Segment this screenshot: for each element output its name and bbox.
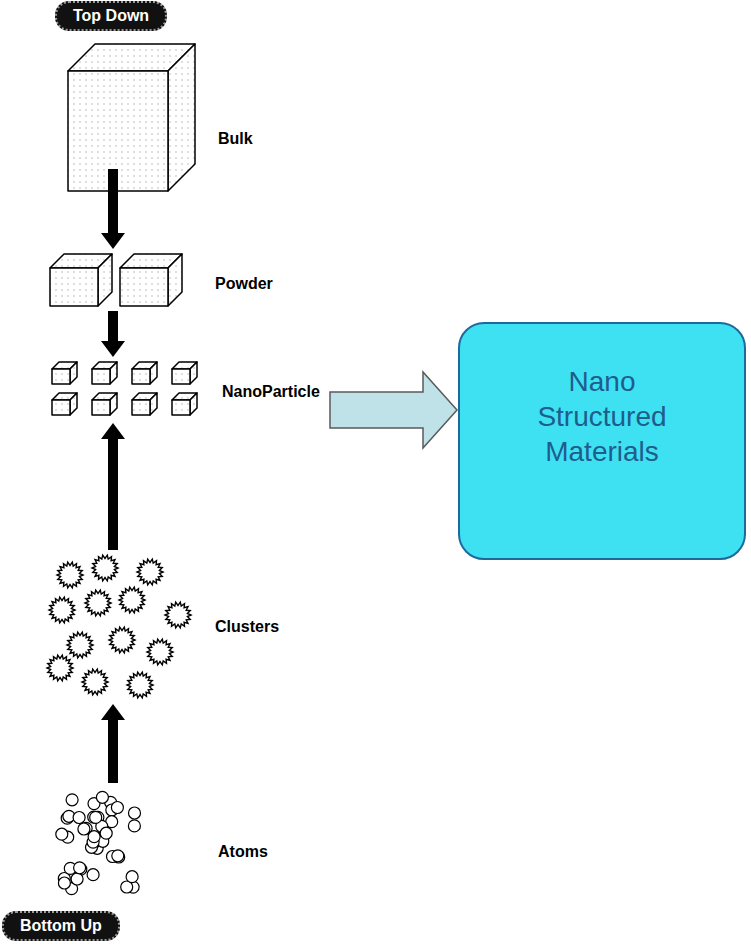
cube [68, 44, 195, 191]
direction-label: Bottom Up [20, 917, 102, 935]
cube-side [150, 393, 157, 415]
cube [92, 393, 117, 415]
cluster [67, 632, 93, 658]
atom [73, 812, 85, 824]
atom [66, 794, 78, 806]
cube-front [132, 400, 150, 415]
atom [58, 877, 70, 889]
cube-side [70, 362, 77, 384]
cube-side [110, 362, 117, 384]
atom [111, 802, 123, 814]
direction-label: Top Down [73, 7, 149, 25]
cluster [47, 655, 73, 681]
cluster [119, 587, 145, 613]
atom [90, 811, 102, 823]
cluster [127, 672, 153, 698]
stage-label: Powder [215, 275, 273, 293]
cube-side [70, 393, 77, 415]
atom [96, 791, 108, 803]
atom [88, 831, 100, 843]
cluster [92, 555, 118, 581]
cluster [82, 669, 108, 695]
cube [52, 362, 77, 384]
cluster [57, 562, 83, 588]
stage-label: NanoParticle [222, 383, 320, 401]
cube-front [52, 400, 70, 415]
cube [132, 393, 157, 415]
cube [172, 362, 197, 384]
cube-front [92, 400, 110, 415]
cluster [137, 559, 163, 585]
cluster [109, 627, 135, 653]
cube-side [98, 254, 112, 306]
flow-arrow [101, 169, 125, 249]
atom [71, 873, 83, 885]
cube-front [120, 268, 168, 306]
cluster [85, 590, 111, 616]
flow-arrow [101, 311, 125, 357]
cube-front [132, 369, 150, 384]
cube-front [172, 400, 190, 415]
result-text: Nano Structured Materials [517, 364, 687, 469]
flow-arrow [101, 423, 125, 550]
cube [92, 362, 117, 384]
stage-group: Bulk [66, 42, 259, 166]
atom [112, 850, 124, 862]
atom [129, 807, 141, 819]
cube [50, 254, 112, 306]
stage-label: Bulk [218, 130, 253, 148]
cube-front [50, 268, 98, 306]
cube-side [190, 362, 197, 384]
atom [87, 869, 99, 881]
cube-side [190, 393, 197, 415]
atom [78, 823, 90, 835]
stage-group: Clusters [40, 553, 286, 701]
stage-label: Clusters [215, 618, 279, 636]
cube-side [110, 393, 117, 415]
cluster [49, 597, 75, 623]
cluster [165, 602, 191, 628]
cube [120, 254, 182, 306]
atom [128, 820, 140, 832]
cube-front [52, 369, 70, 384]
cube-side [150, 362, 157, 384]
cube-front [92, 369, 110, 384]
stage-group: Atoms [50, 786, 274, 898]
atom [126, 871, 138, 883]
atom [56, 828, 68, 840]
cube-front [172, 369, 190, 384]
atom [74, 862, 86, 874]
direction-pill: Bottom Up [2, 911, 120, 941]
stage-label: Atoms [218, 843, 268, 861]
cube [52, 393, 77, 415]
block-arrow [330, 372, 457, 448]
cube [172, 393, 197, 415]
cube-side [168, 44, 195, 191]
result-box: Nano Structured Materials [458, 322, 746, 560]
cube [132, 362, 157, 384]
flow-arrow [101, 704, 125, 783]
stage-group: NanoParticle [50, 360, 326, 420]
atom [100, 827, 112, 839]
cluster [147, 639, 173, 665]
direction-pill: Top Down [55, 1, 167, 31]
cube-side [168, 254, 182, 306]
stage-group: Powder [48, 252, 279, 308]
